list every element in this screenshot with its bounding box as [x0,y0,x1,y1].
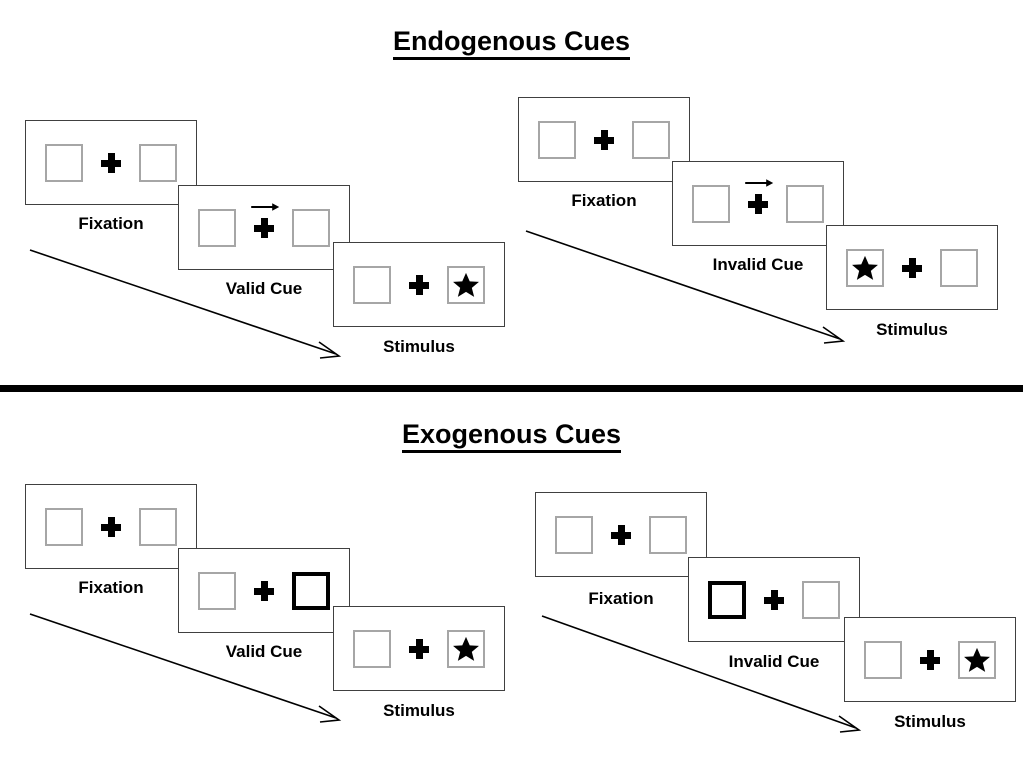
stim-box-right [940,248,978,287]
star-icon [964,647,990,672]
panel-label-exogenous-valid-fixation: Fixation [78,578,144,597]
panel-label-exogenous-valid-cue: Valid Cue [225,642,303,661]
fixation-cross-icon [409,638,429,659]
fixation-cross-icon [902,257,922,278]
stim-box-right-target [447,265,485,304]
stim-box-left [538,120,576,159]
panel-endogenous-valid-cue [178,185,350,270]
panel-exogenous-valid-stimulus [333,606,505,691]
panel-label-exogenous-invalid-fixation: Fixation [588,589,654,608]
stim-box-right [802,580,840,619]
cue-arrow-right-icon [250,201,280,213]
panel-endogenous-invalid-stimulus [826,225,998,310]
stim-box-left [198,208,236,247]
panel-endogenous-valid-stimulus [333,242,505,327]
panel-exogenous-invalid-cue [688,557,860,642]
panel-label-endogenous-valid-fixation: Fixation [78,214,144,233]
section-title-endogenous: Endogenous Cues [0,26,1023,60]
cue-arrow-right-icon [744,177,774,189]
fixation-cross-icon [251,202,280,238]
section-divider [0,385,1023,392]
stim-box-left-cued [708,580,746,619]
section-title-exogenous-text: Exogenous Cues [401,419,622,453]
fixation-cross-icon [254,580,274,601]
panel-endogenous-valid-fixation [25,120,197,205]
panel-endogenous-invalid-fixation [518,97,690,182]
stim-box-right [632,120,670,159]
panel-label-endogenous-invalid-stimulus: Stimulus [876,320,948,339]
star-icon [453,636,479,661]
section-title-exogenous: Exogenous Cues [0,419,1023,453]
panel-exogenous-valid-cue [178,548,350,633]
panel-label-exogenous-invalid-cue: Invalid Cue [728,652,820,671]
panel-exogenous-invalid-fixation [535,492,707,577]
stim-box-right [292,208,330,247]
stim-box-left [45,507,83,546]
stim-box-right [139,507,177,546]
stim-box-left [45,143,83,182]
panel-label-exogenous-invalid-stimulus: Stimulus [894,712,966,731]
stim-box-left [353,629,391,668]
stim-box-right-cued [292,571,330,610]
stim-box-left [198,571,236,610]
panel-label-endogenous-valid-cue: Valid Cue [225,279,303,298]
star-icon [852,255,878,280]
panel-exogenous-invalid-stimulus [844,617,1016,702]
stim-box-left [692,184,730,223]
stim-box-right [139,143,177,182]
panel-endogenous-invalid-cue [672,161,844,246]
star-icon [453,272,479,297]
fixation-cross-icon [764,589,784,610]
fixation-cross-icon [101,516,121,537]
fixation-cross-icon [920,649,940,670]
panel-exogenous-valid-fixation [25,484,197,569]
panel-label-endogenous-invalid-cue: Invalid Cue [712,255,804,274]
stim-box-right [649,515,687,554]
stim-box-left [555,515,593,554]
stim-box-left [864,640,902,679]
fixation-cross-icon [409,274,429,295]
stim-box-left-target [846,248,884,287]
panel-label-endogenous-invalid-fixation: Fixation [571,191,637,210]
stim-box-left [353,265,391,304]
fixation-cross-icon [594,129,614,150]
fixation-cross-icon [101,152,121,173]
fixation-cross-icon [611,524,631,545]
stim-box-right-target [447,629,485,668]
fixation-cross-icon [745,178,774,214]
stim-box-right-target [958,640,996,679]
panel-label-endogenous-valid-stimulus: Stimulus [383,337,455,356]
panel-label-exogenous-valid-stimulus: Stimulus [383,701,455,720]
stim-box-right [786,184,824,223]
section-title-endogenous-text: Endogenous Cues [392,26,630,60]
